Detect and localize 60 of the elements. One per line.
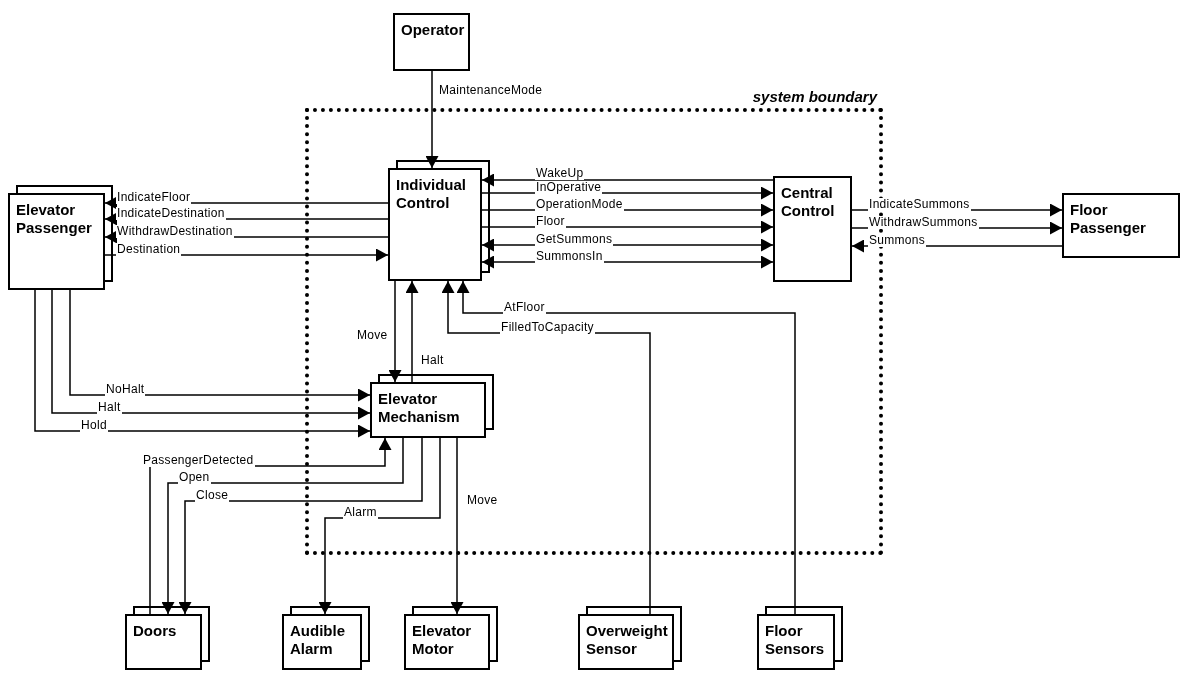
edge-label: Move xyxy=(466,494,499,507)
process-box xyxy=(388,168,482,281)
arrow xyxy=(318,437,441,615)
node-label: Elevator Passenger xyxy=(16,201,93,237)
node-label: Operator xyxy=(401,21,462,39)
process-box xyxy=(1062,193,1180,258)
edge-label: AtFloor xyxy=(503,301,546,314)
process-box xyxy=(393,13,470,71)
edge-label: Destination xyxy=(116,243,182,256)
arrow xyxy=(450,437,464,615)
edge-label: SummonsIn xyxy=(535,250,604,263)
arrow xyxy=(51,289,371,420)
node-label: Floor Sensors xyxy=(765,622,826,658)
edge-label: NoHalt xyxy=(105,383,146,396)
process-box xyxy=(125,614,202,670)
arrow xyxy=(481,220,774,234)
edge-label: Move xyxy=(356,329,389,342)
process-box xyxy=(370,382,486,438)
edge-label: InOperative xyxy=(535,181,603,194)
process-box xyxy=(578,614,674,670)
edge-label: Floor xyxy=(535,215,566,228)
arrow xyxy=(425,70,439,169)
node-label: Floor Passenger xyxy=(1070,201,1147,237)
arrow xyxy=(481,173,774,187)
edge-label: Halt xyxy=(97,401,122,414)
edge-label: Open xyxy=(178,471,211,484)
edge-label: OperationMode xyxy=(535,198,624,211)
node-label: Central Control xyxy=(781,184,836,220)
edge-label: WakeUp xyxy=(535,167,585,180)
node-label: Elevator Motor xyxy=(412,622,473,658)
edge-label: IndicateFloor xyxy=(116,191,192,204)
node-label: Elevator Mechanism xyxy=(378,390,461,426)
arrow xyxy=(405,280,419,383)
process-box xyxy=(773,176,852,282)
process-box xyxy=(282,614,362,670)
edge-label: FilledToCapacity xyxy=(500,321,595,334)
arrow xyxy=(388,280,402,383)
node-label: Audible Alarm xyxy=(290,622,346,658)
node-label: Doors xyxy=(133,622,178,640)
edge-label: WithdrawDestination xyxy=(116,225,234,238)
edge-label: GetSummons xyxy=(535,233,614,246)
process-box xyxy=(757,614,835,670)
node-label: Overweight Sensor xyxy=(586,622,666,658)
arrow xyxy=(456,280,796,615)
process-box xyxy=(404,614,490,670)
edge-label: IndicateDestination xyxy=(116,207,226,220)
node-label: Individual Control xyxy=(396,176,467,212)
boundary-label: system boundary xyxy=(752,88,877,106)
edge-label: Hold xyxy=(80,419,108,432)
edge-label: Halt xyxy=(420,354,445,367)
edge-label: WithdrawSummons xyxy=(868,216,979,229)
edge-label: MaintenanceMode xyxy=(438,84,544,97)
edge-label: PassengerDetected xyxy=(142,454,255,467)
edge-label: IndicateSummons xyxy=(868,198,971,211)
process-box xyxy=(8,193,105,290)
edge-label: Summons xyxy=(868,234,927,247)
arrow xyxy=(34,289,371,438)
edge-label: Close xyxy=(195,489,230,502)
edge-label: Alarm xyxy=(343,506,378,519)
arrow xyxy=(69,289,371,402)
